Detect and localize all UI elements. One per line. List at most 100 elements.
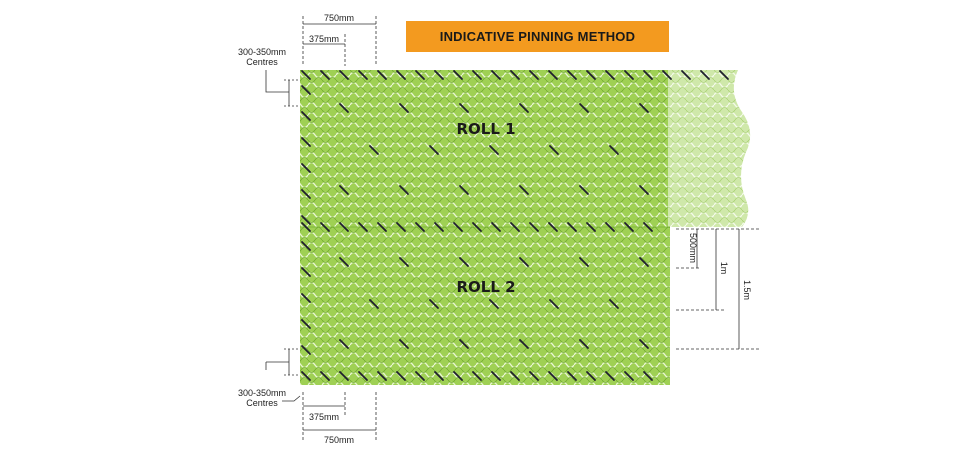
- pin: [643, 70, 653, 80]
- pin: [605, 70, 615, 80]
- pin: [510, 70, 520, 80]
- pin: [510, 371, 520, 381]
- pin: [662, 70, 672, 80]
- pin: [567, 222, 577, 232]
- right-15m-label: 1.5m: [742, 280, 752, 300]
- pin: [339, 222, 349, 232]
- pin: [301, 222, 311, 232]
- pin: [396, 222, 406, 232]
- top-375-label: 375mm: [309, 34, 339, 44]
- pin: [586, 222, 596, 232]
- pin: [529, 70, 539, 80]
- pin: [472, 70, 482, 80]
- pin: [567, 70, 577, 80]
- pin: [459, 257, 469, 267]
- top-dimensions: [265, 16, 377, 107]
- pin: [377, 371, 387, 381]
- pin: [453, 371, 463, 381]
- pin: [399, 103, 409, 113]
- pin: [301, 293, 311, 303]
- pin: [301, 189, 311, 199]
- pin: [639, 103, 649, 113]
- pin: [519, 185, 529, 195]
- pin: [369, 145, 379, 155]
- pin: [586, 371, 596, 381]
- pin: [339, 339, 349, 349]
- pin: [519, 103, 529, 113]
- pin: [624, 70, 634, 80]
- roll-1-label: ROLL 1: [456, 120, 515, 138]
- pin: [301, 137, 311, 147]
- pin: [459, 185, 469, 195]
- pin: [369, 299, 379, 309]
- roll-1-continuation: [668, 70, 751, 227]
- pin: [320, 222, 330, 232]
- pin: [377, 222, 387, 232]
- pin: [339, 103, 349, 113]
- pin: [489, 299, 499, 309]
- pin: [586, 70, 596, 80]
- pin: [529, 222, 539, 232]
- pin: [519, 257, 529, 267]
- pin: [399, 257, 409, 267]
- pin: [415, 371, 425, 381]
- pin: [489, 145, 499, 155]
- bottom-375-label: 375mm: [309, 412, 339, 422]
- top-centres-line1: 300-350mm: [238, 47, 286, 57]
- pin: [301, 319, 311, 329]
- pin: [549, 145, 559, 155]
- pin: [415, 222, 425, 232]
- pin: [491, 371, 501, 381]
- pin: [358, 371, 368, 381]
- pin: [434, 222, 444, 232]
- pin: [320, 70, 330, 80]
- pin: [491, 222, 501, 232]
- pin: [396, 371, 406, 381]
- pin: [301, 111, 311, 121]
- right-1m-label: 1m: [719, 262, 729, 275]
- pin: [459, 339, 469, 349]
- pin: [567, 371, 577, 381]
- pin: [399, 185, 409, 195]
- pin: [643, 371, 653, 381]
- pin: [396, 70, 406, 80]
- pin: [643, 222, 653, 232]
- pin: [605, 222, 615, 232]
- pin: [339, 257, 349, 267]
- pin: [519, 339, 529, 349]
- pin: [415, 70, 425, 80]
- pins-layer: [301, 70, 729, 381]
- pin: [358, 222, 368, 232]
- pin: [472, 371, 482, 381]
- pin: [700, 70, 710, 80]
- bottom-750-label: 750mm: [324, 435, 354, 445]
- pin: [301, 215, 311, 225]
- right-dimensions: [676, 228, 760, 350]
- pin: [377, 70, 387, 80]
- top-750-label: 750mm: [324, 13, 354, 23]
- bottom-dimensions: [265, 348, 377, 440]
- pin: [491, 70, 501, 80]
- diagram-title-text: INDICATIVE PINNING METHOD: [439, 29, 636, 44]
- pin: [429, 145, 439, 155]
- pin: [605, 371, 615, 381]
- pin: [301, 70, 311, 80]
- pin: [399, 339, 409, 349]
- bottom-centres-line2: Centres: [246, 398, 278, 408]
- pin: [529, 371, 539, 381]
- pin: [579, 103, 589, 113]
- pin: [301, 85, 311, 95]
- pin: [453, 222, 463, 232]
- pin: [681, 70, 691, 80]
- pin: [301, 241, 311, 251]
- right-500-label: 500mm: [688, 233, 698, 263]
- pin: [339, 185, 349, 195]
- pin: [549, 299, 559, 309]
- pin: [624, 222, 634, 232]
- pin: [472, 222, 482, 232]
- pin: [358, 70, 368, 80]
- pin: [301, 371, 311, 381]
- pin: [301, 345, 311, 355]
- pin: [579, 185, 589, 195]
